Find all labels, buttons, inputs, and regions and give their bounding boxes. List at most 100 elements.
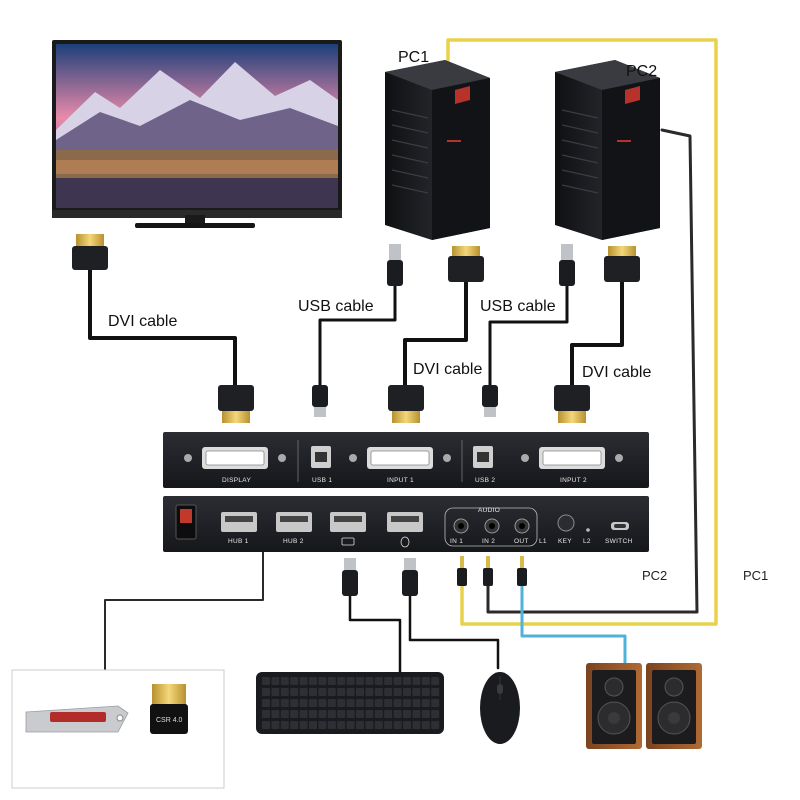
- keyboard-key: [327, 688, 336, 696]
- keyboard-key: [346, 677, 355, 685]
- keyboard-port[interactable]: [330, 512, 366, 532]
- keyboard-key: [393, 721, 402, 729]
- keyboard-key: [356, 721, 364, 729]
- audio-plug-in2: [483, 556, 493, 586]
- display-port-label: DISPLAY: [222, 477, 251, 484]
- dvi-connector-pc2-bottom: [554, 385, 590, 423]
- keyboard-key: [290, 699, 299, 707]
- keyboard-key: [374, 699, 383, 707]
- keyboard-key: [384, 699, 393, 707]
- keyboard-key: [262, 699, 270, 707]
- keyboard-key: [290, 710, 299, 718]
- keyboard-key: [290, 721, 299, 729]
- audio-in2-label: IN 2: [482, 538, 495, 545]
- keyboard-key: [365, 688, 374, 696]
- keyboard-key: [384, 710, 393, 718]
- hub2-port-label: HUB 2: [283, 538, 304, 545]
- keyboard-key: [356, 688, 364, 696]
- keyboard-key: [280, 710, 289, 718]
- keyboard-key: [412, 721, 421, 729]
- keyboard-key: [431, 688, 440, 696]
- dvi-cable-monitor: [88, 266, 237, 387]
- keyboard-symbol-icon: [341, 537, 355, 546]
- keyboard-key: [393, 710, 402, 718]
- keyboard-key: [374, 710, 383, 718]
- keyboard-key: [421, 721, 430, 729]
- keyboard-key: [374, 677, 383, 685]
- usb1-port[interactable]: [311, 446, 331, 468]
- keyboard-key: [374, 721, 383, 729]
- key-button[interactable]: [557, 514, 575, 532]
- power-switch[interactable]: [175, 504, 197, 540]
- keyboard-key: [421, 688, 430, 696]
- keyboard-key: [337, 721, 346, 729]
- usb2-port-label: USB 2: [475, 477, 495, 484]
- led-l2-indicator: [586, 528, 590, 532]
- pc1-yellow-cable: [446, 38, 718, 626]
- keyboard-key: [431, 677, 440, 685]
- usb-connector-pc1-top: [387, 244, 403, 286]
- mouse-usb-plug: [402, 558, 418, 596]
- keyboard-key: [431, 710, 440, 718]
- audio-in1-jack[interactable]: [453, 518, 469, 534]
- keyboard-key: [318, 677, 327, 685]
- keyboard-key: [403, 677, 411, 685]
- keyboard-key: [421, 677, 430, 685]
- keyboard-key: [299, 710, 308, 718]
- keyboard-key: [299, 677, 308, 685]
- keyboard-key: [318, 721, 327, 729]
- keyboard-key: [365, 710, 374, 718]
- keyboard-key: [280, 677, 289, 685]
- switch-port[interactable]: [611, 522, 629, 530]
- mouse-cable: [408, 593, 500, 670]
- keyboard-key: [346, 699, 355, 707]
- pc2-label: PC2: [626, 63, 657, 80]
- usb2-port[interactable]: [473, 446, 493, 468]
- keyboard-key: [431, 699, 440, 707]
- input2-port[interactable]: [521, 447, 623, 469]
- dvi-cable-pc2: [570, 280, 624, 387]
- usb-connector-pc2-bottom: [482, 385, 498, 417]
- pc2-black-cable: [486, 128, 699, 614]
- display-port[interactable]: [184, 447, 286, 469]
- keyboard-key: [412, 699, 421, 707]
- keyboard-key: [337, 688, 346, 696]
- hub1-port-label: HUB 1: [228, 538, 249, 545]
- audio-out-jack[interactable]: [514, 518, 530, 534]
- keyboard-key: [403, 699, 411, 707]
- mouse-port[interactable]: [387, 512, 423, 532]
- hub1-port[interactable]: [221, 512, 257, 532]
- usb-cable-pc1-label: USB cable: [298, 298, 374, 315]
- keyboard-key: [346, 721, 355, 729]
- cables: [88, 38, 718, 674]
- dvi-cable-monitor-label: DVI cable: [108, 313, 177, 330]
- keyboard-key: [262, 688, 270, 696]
- keyboard-key: [421, 699, 430, 707]
- input1-port[interactable]: [349, 447, 451, 469]
- keyboard-key: [280, 721, 289, 729]
- dvi-cable-pc1: [403, 280, 468, 387]
- pc1-audio-label: PC1: [743, 568, 768, 583]
- keyboard-key: [403, 710, 411, 718]
- monitor: [52, 40, 342, 228]
- keyboard-key: [309, 677, 317, 685]
- monitor-stand: [135, 223, 255, 228]
- kvm-rear-panel: DISPLAY USB 1 INPUT 1 USB 2 INPUT 2: [163, 432, 649, 488]
- usb-cable-pc2: [488, 283, 569, 387]
- keyboard-key: [421, 710, 430, 718]
- dvi-connector-pc1-bottom: [388, 385, 424, 423]
- keyboard-key: [403, 721, 411, 729]
- keyboard-key: [327, 677, 336, 685]
- hub2-port[interactable]: [276, 512, 312, 532]
- svg-text:CSR 4.0: CSR 4.0: [156, 717, 183, 724]
- audio-in1-label: IN 1: [450, 538, 463, 545]
- keyboard-key: [365, 699, 374, 707]
- keyboard-key: [318, 710, 327, 718]
- keyboard-key: [262, 710, 270, 718]
- keyboard-cable: [348, 593, 402, 674]
- keyboard-key: [299, 721, 308, 729]
- audio-in2-jack[interactable]: [484, 518, 500, 534]
- dvi-connector-monitor-bottom: [218, 385, 254, 423]
- keyboard-key: [290, 688, 299, 696]
- keyboard-key: [384, 677, 393, 685]
